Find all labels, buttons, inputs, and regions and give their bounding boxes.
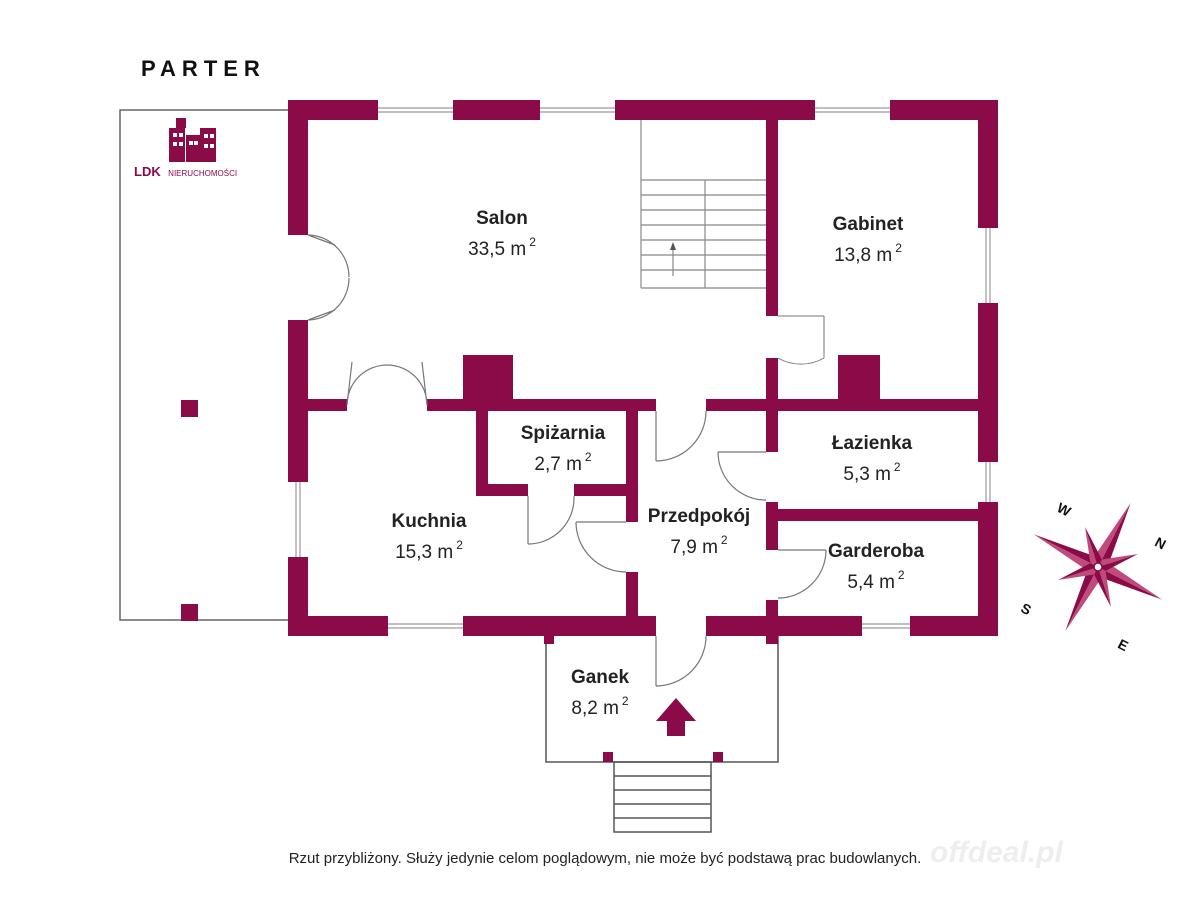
room-name: Salon <box>476 208 528 229</box>
compass-s: S <box>1018 600 1034 618</box>
room-name: Łazienka <box>832 433 913 454</box>
room-name: Spiżarnia <box>521 423 606 444</box>
porch-posts <box>544 634 778 762</box>
terrace-post <box>181 400 198 417</box>
compass-w: W <box>1054 499 1074 520</box>
logo: LDK NIERUCHOMOŚCI <box>134 118 237 180</box>
entrance-arrow-icon <box>656 698 696 736</box>
compass-e: E <box>1115 636 1131 654</box>
wall-openings <box>288 100 998 636</box>
logo-suffix: NIERUCHOMOŚCI <box>168 169 237 178</box>
porch <box>545 636 779 833</box>
stairs <box>640 120 766 289</box>
svg-text:LDK NIERUCHOMOŚCI: LDK NIERUCHOMOŚCI <box>134 163 237 180</box>
windows <box>295 107 991 629</box>
terrace-post <box>181 604 198 621</box>
room-name: Kuchnia <box>392 511 467 532</box>
compass-n: N <box>1152 534 1168 553</box>
room-name: Gabinet <box>833 214 904 235</box>
terrace <box>119 109 288 621</box>
building-icon <box>169 118 216 162</box>
room-name: Garderoba <box>828 541 925 562</box>
logo-brand: LDK <box>134 164 161 179</box>
disclaimer-caption: Rzut przybliżony. Służy jedynie celom po… <box>289 850 922 867</box>
watermark: offdeal.pl <box>930 836 1063 869</box>
room-name: Przedpokój <box>648 506 750 527</box>
compass-rose-icon <box>1033 502 1163 632</box>
doors <box>307 234 827 687</box>
level-title: PARTER <box>141 56 266 81</box>
room-name: Ganek <box>571 667 630 688</box>
